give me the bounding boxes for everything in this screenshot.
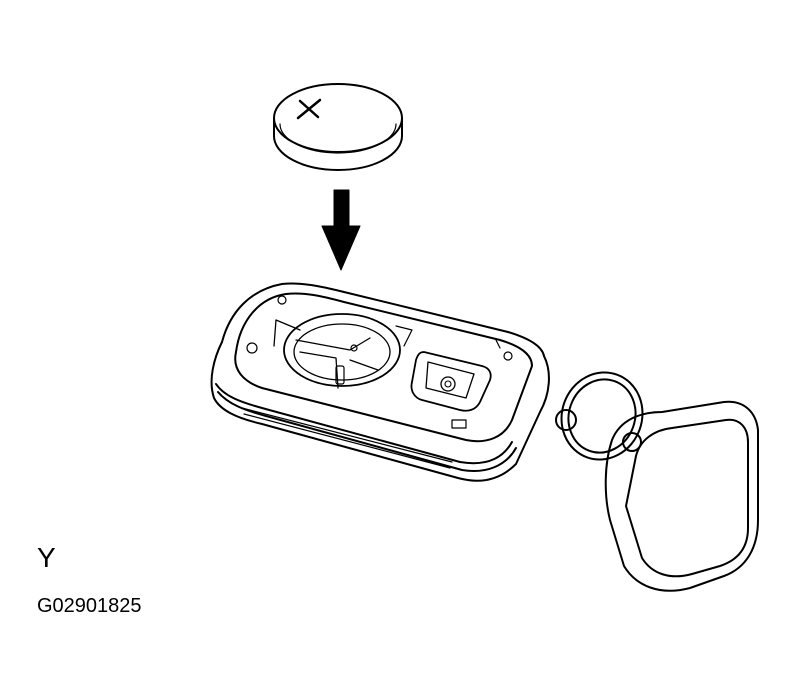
button-cavity	[411, 340, 512, 428]
battery-compartment	[247, 296, 412, 388]
key-ring	[549, 361, 654, 471]
figure-code: G02901825	[37, 595, 142, 617]
down-arrow-icon	[322, 190, 360, 270]
corner-label: Y	[37, 542, 56, 573]
key-fob-housing	[212, 283, 549, 480]
key-tag	[606, 402, 758, 591]
battery-polarity-mark	[298, 100, 320, 118]
coin-cell-battery-icon	[274, 84, 402, 170]
